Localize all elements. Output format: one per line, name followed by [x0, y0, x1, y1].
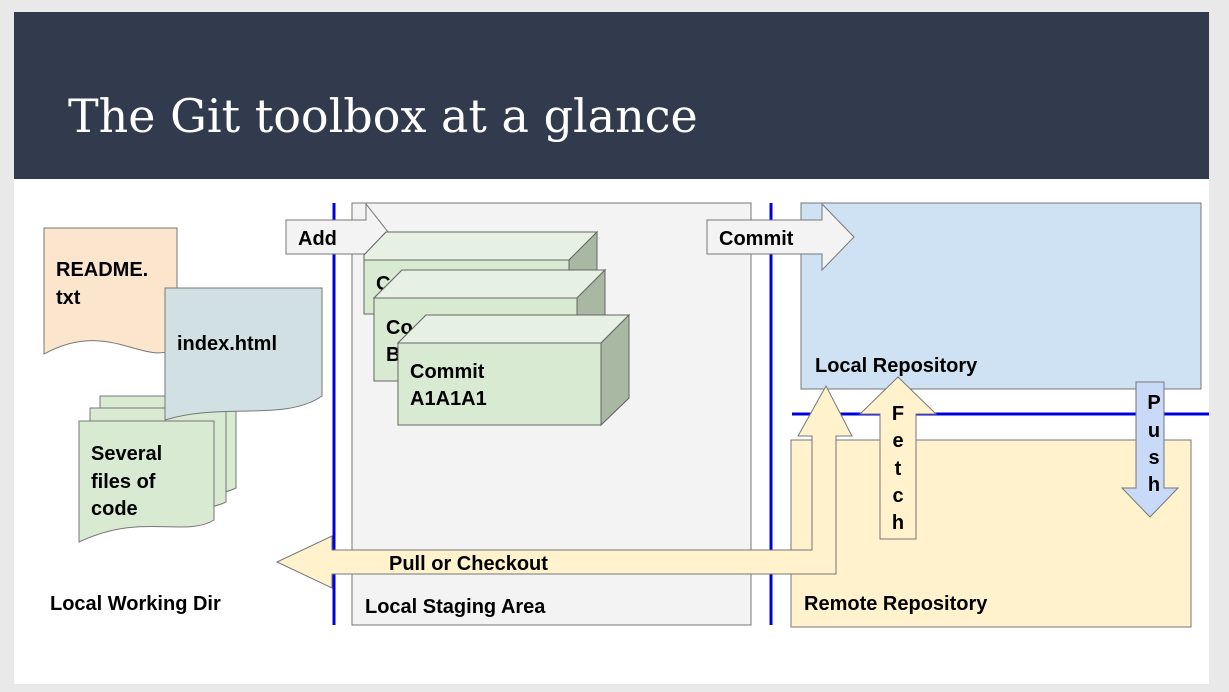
code-label-line2: files of	[91, 471, 156, 493]
remote-repo-box	[790, 439, 1192, 628]
commit-cube-front	[396, 313, 631, 427]
local-repo-box	[800, 202, 1202, 390]
push-letter-4: h	[1148, 474, 1160, 496]
code-document-front	[78, 420, 215, 543]
readme-label-line1: README.	[56, 259, 148, 281]
code-label-line3: code	[91, 498, 138, 520]
fetch-letter-4: c	[892, 485, 903, 507]
staging-area-label: Local Staging Area	[365, 596, 546, 618]
pull-checkout-label: Pull or Checkout	[389, 553, 548, 575]
push-letter-3: s	[1148, 447, 1159, 469]
local-repo-label: Local Repository	[815, 355, 978, 377]
code-label-line1: Several	[91, 443, 162, 465]
fetch-letter-2: e	[892, 430, 903, 452]
git-diagram: Local Staging Area Remote Repository REA…	[43, 202, 1209, 628]
commit-cube-front-label-line2: A1A1A1	[410, 388, 487, 410]
index-document	[164, 287, 323, 421]
push-letter-1: P	[1147, 392, 1160, 414]
commit-cube-front-label-line1: Commit	[410, 361, 485, 383]
commit-arrow	[706, 202, 855, 272]
index-label: index.html	[177, 333, 277, 355]
add-arrow-label: Add	[298, 228, 337, 250]
remote-repo-label: Remote Repository	[804, 593, 988, 615]
fetch-letter-1: F	[892, 403, 904, 425]
push-arrow	[1120, 381, 1180, 518]
push-letter-2: u	[1148, 420, 1160, 442]
commit-cube-middle-label-line2: B	[386, 344, 400, 366]
fetch-letter-3: t	[895, 458, 902, 480]
readme-label-line2: txt	[56, 287, 81, 309]
fetch-arrow	[858, 376, 938, 540]
working-dir-label: Local Working Dir	[50, 593, 221, 615]
fetch-letter-5: h	[892, 512, 904, 534]
commit-cube-middle-label-line1: Co	[386, 317, 413, 339]
pull-checkout-arrow	[275, 384, 853, 589]
title-bar: The Git toolbox at a glance	[14, 12, 1209, 179]
slide: The Git toolbox at a glance Local Stagin…	[14, 12, 1209, 684]
page-title: The Git toolbox at a glance	[68, 89, 698, 143]
commit-arrow-label: Commit	[719, 228, 794, 250]
